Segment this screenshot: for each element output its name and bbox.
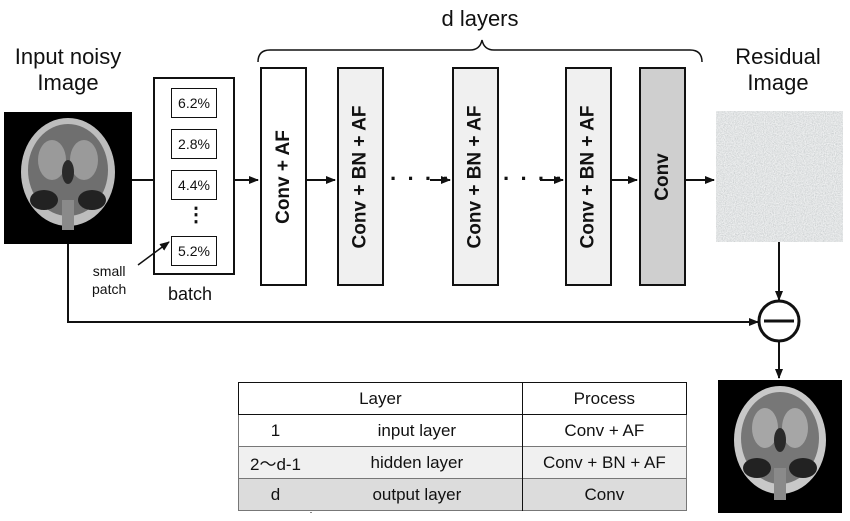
batch-container (153, 77, 235, 275)
d-layers-brace (257, 39, 703, 63)
residual-noise-image (716, 111, 843, 242)
layer-block-3-label: Conv + BN + AF (464, 105, 486, 248)
small-patch-line1: small (92, 263, 126, 279)
residual-title-line2: Image (747, 70, 809, 95)
table-row-name: output layer (312, 478, 523, 511)
table-row-num: 1 (270, 420, 281, 440)
table-row-num: 2～d-1 (249, 455, 302, 474)
small-patch-line2: patch (92, 281, 127, 297)
layer-block-2: Conv + BN + AF (337, 67, 384, 286)
ellipsis-2: · · · · (503, 166, 565, 191)
table-header-process: Process (573, 388, 636, 408)
d-layers-label: d layers (441, 6, 519, 31)
input-title-line1: Input noisy (14, 44, 122, 69)
table-header-layer: Layer (238, 382, 523, 415)
patch-3: 4.4% (171, 170, 217, 200)
layer-block-3: Conv + BN + AF (452, 67, 499, 286)
layer-block-5: Conv (639, 67, 686, 286)
layer-block-4-label: Conv + BN + AF (577, 105, 599, 248)
residual-title: Residual Image (706, 44, 850, 96)
table-row-num: d (270, 484, 281, 504)
table-row-process: Conv + BN + AF (542, 452, 666, 472)
layer-block-2-label: Conv + BN + AF (349, 105, 371, 248)
patch-2: 2.8% (171, 129, 217, 159)
table-row-process: Conv (584, 484, 625, 504)
residual-title-line1: Residual (735, 44, 821, 69)
layer-block-1-label: Conv + AF (272, 129, 294, 224)
minus-circle-icon (757, 299, 801, 343)
layer-block-4: Conv + BN + AF (565, 67, 612, 286)
table-row: d output layer Conv (238, 478, 687, 511)
patch-1: 6.2% (171, 88, 217, 118)
layer-block-5-label: Conv (651, 152, 673, 201)
output-mri-image (718, 380, 842, 513)
table-row: 1 input layer Conv + AF (238, 414, 687, 447)
small-patch-pointer (137, 241, 170, 266)
table-row-process: Conv + AF (564, 420, 645, 440)
input-title: Input noisy Image (0, 44, 136, 96)
table-row-name: input layer (312, 414, 523, 447)
input-mri-image (4, 112, 132, 244)
ellipsis-1: · · · · (390, 166, 452, 191)
batch-vdots: ⋮ (186, 204, 206, 226)
table-row: 2～d-1 hidden layer Conv + BN + AF (238, 446, 687, 479)
batch-label: batch (168, 284, 213, 304)
layer-process-table: Layer Process 1 input layer Conv + AF 2～… (238, 382, 687, 511)
patch-4: 5.2% (171, 236, 217, 266)
table-row-name: hidden layer (312, 446, 523, 479)
skip-connection-line (67, 244, 759, 326)
small-patch-label: small patch (92, 262, 126, 298)
layer-block-1: Conv + AF (260, 67, 307, 286)
table-header-row: Layer Process (238, 382, 687, 415)
input-title-line2: Image (37, 70, 99, 95)
